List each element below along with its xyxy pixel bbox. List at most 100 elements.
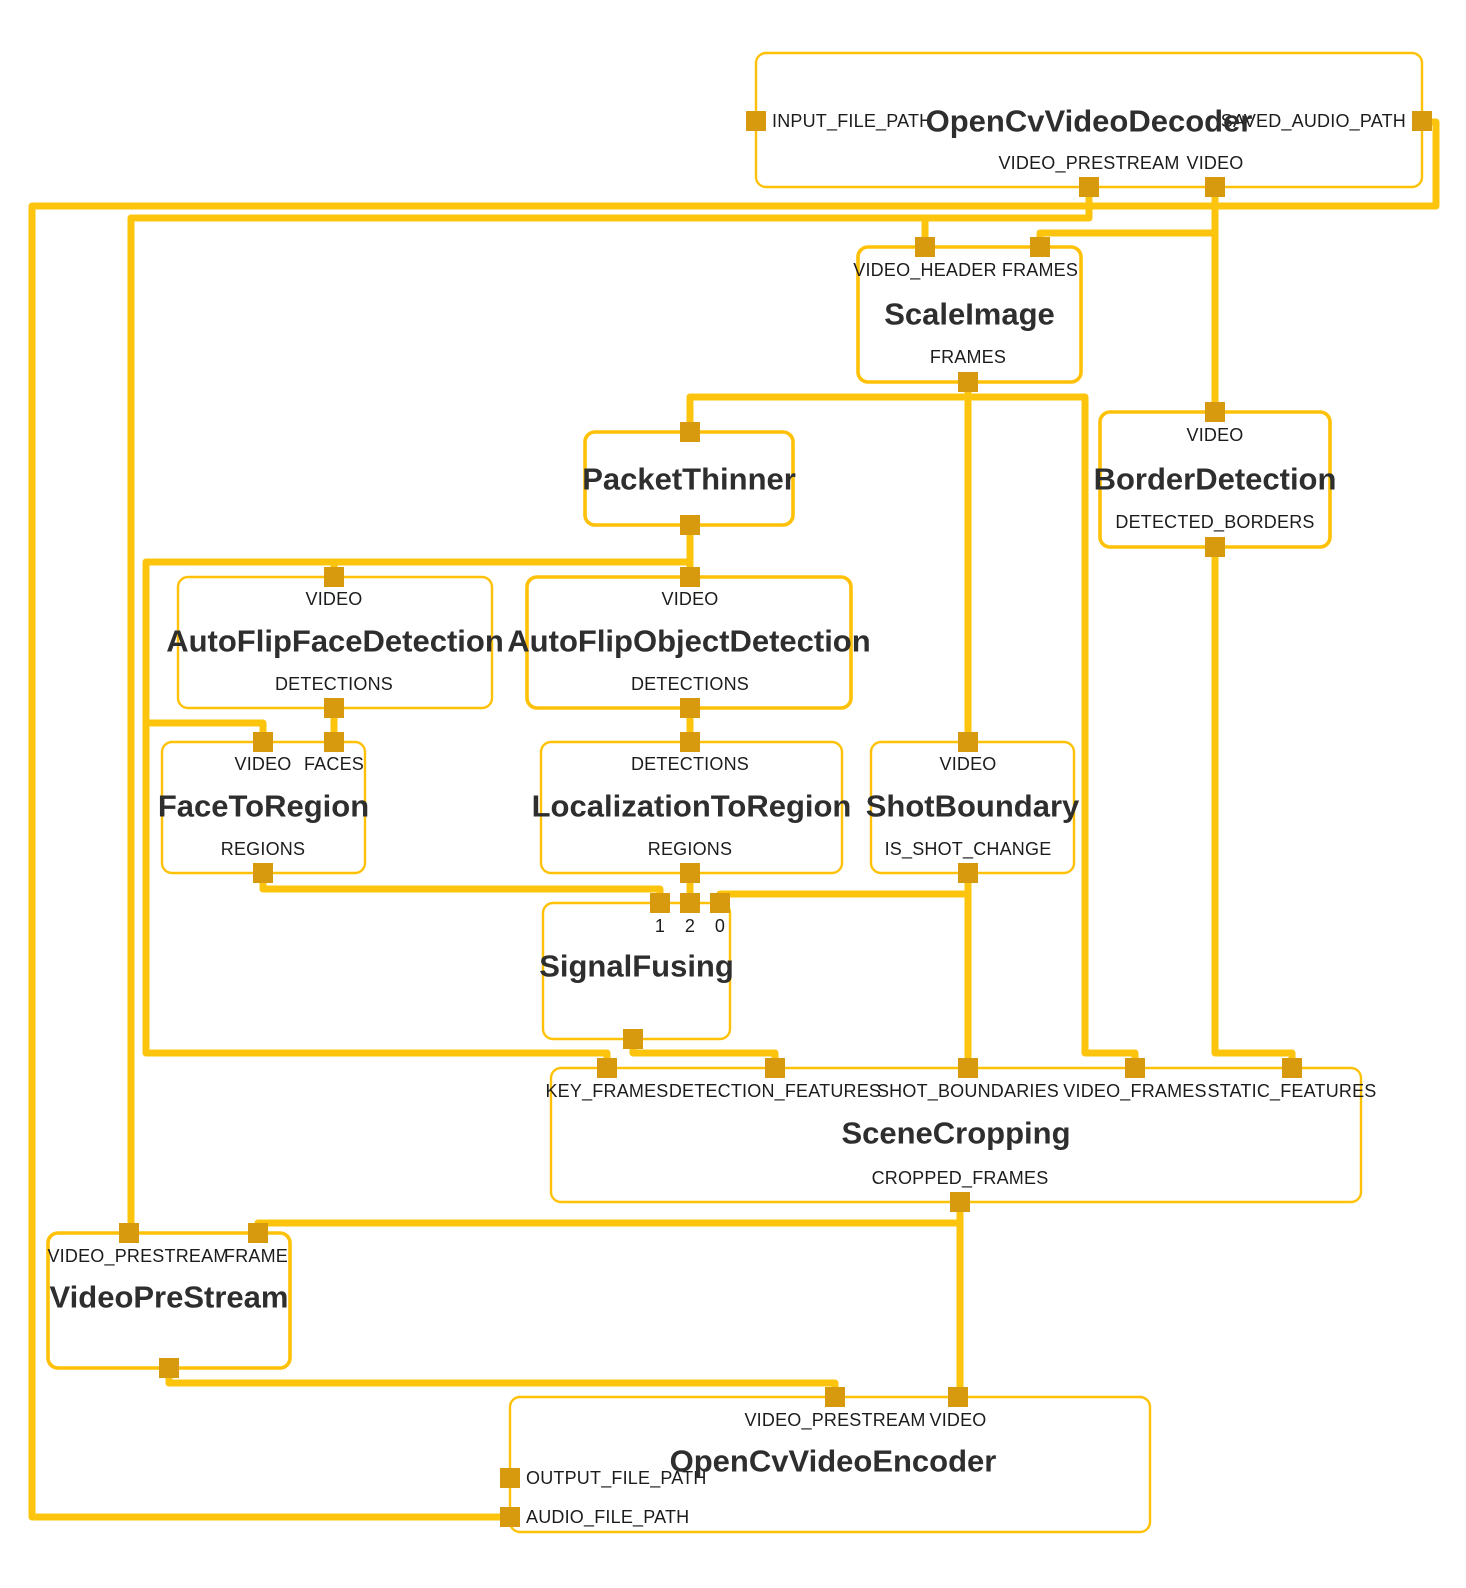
- node-title-VideoPreStream: VideoPreStream: [50, 1280, 289, 1315]
- port-label-FaceToRegion-FACES: FACES: [304, 754, 364, 774]
- port-label-LocalizationToRegion-DETECTIONS: DETECTIONS: [631, 754, 749, 774]
- port-VideoPreStream-VIDEO_PRESTREAM[interactable]: [119, 1223, 139, 1243]
- port-label-OpenCvVideoEncoder-VIDEO_PRESTREAM: VIDEO_PRESTREAM: [744, 1410, 925, 1431]
- node-title-LocalizationToRegion: LocalizationToRegion: [532, 789, 852, 824]
- port-SceneCropping-VIDEO_FRAMES[interactable]: [1125, 1058, 1145, 1078]
- port-label-AutoFlipObjectDetection-VIDEO: VIDEO: [661, 589, 718, 609]
- port-label-FaceToRegion-REGIONS: REGIONS: [221, 839, 305, 859]
- node-title-SignalFusing: SignalFusing: [539, 949, 734, 984]
- node-title-AutoFlipFaceDetection: AutoFlipFaceDetection: [166, 624, 504, 659]
- port-label-ScaleImage-FRAMES: FRAMES: [1002, 260, 1078, 280]
- port-OpenCvVideoEncoder-VIDEO_PRESTREAM[interactable]: [825, 1387, 845, 1407]
- port-SignalFusing-out[interactable]: [623, 1029, 643, 1049]
- edge-scaled-frames-to-packetthinner: [686, 393, 968, 432]
- port-SceneCropping-KEY_FRAMES[interactable]: [597, 1058, 617, 1078]
- port-FaceToRegion-FACES[interactable]: [324, 732, 344, 752]
- port-AutoFlipObjectDetection-DETECTIONS[interactable]: [680, 698, 700, 718]
- edge-saved-audio-path-to-audio-file-path: [28, 118, 1440, 1521]
- port-label-SceneCropping-STATIC_FEATURES: STATIC_FEATURES: [1207, 1081, 1376, 1102]
- port-label-OpenCvVideoDecoder-VIDEO: VIDEO: [1186, 153, 1243, 173]
- port-OpenCvVideoEncoder-OUTPUT_FILE_PATH[interactable]: [500, 1468, 520, 1488]
- port-AutoFlipFaceDetection-DETECTIONS[interactable]: [324, 698, 344, 718]
- port-label-SceneCropping-CROPPED_FRAMES: CROPPED_FRAMES: [872, 1168, 1049, 1189]
- port-label-OpenCvVideoEncoder-OUTPUT_FILE_PATH: OUTPUT_FILE_PATH: [526, 1468, 707, 1489]
- port-ShotBoundary-VIDEO[interactable]: [958, 732, 978, 752]
- node-ScaleImage[interactable]: VIDEO_HEADER FRAMES FRAMES ScaleImage: [853, 237, 1083, 392]
- port-VideoPreStream-out[interactable]: [159, 1358, 179, 1378]
- node-title-PacketThinner: PacketThinner: [582, 462, 796, 497]
- port-SceneCropping-CROPPED_FRAMES[interactable]: [950, 1192, 970, 1212]
- port-SignalFusing-0[interactable]: [710, 893, 730, 913]
- port-label-SceneCropping-KEY_FRAMES: KEY_FRAMES: [545, 1081, 668, 1102]
- port-label-OpenCvVideoEncoder-VIDEO: VIDEO: [929, 1410, 986, 1430]
- port-ScaleImage-FRAMES[interactable]: [958, 372, 978, 392]
- node-AutoFlipObjectDetection[interactable]: VIDEO DETECTIONS AutoFlipObjectDetection: [507, 567, 871, 718]
- port-AutoFlipFaceDetection-VIDEO[interactable]: [324, 567, 344, 587]
- port-label-VideoPreStream-VIDEO_PRESTREAM: VIDEO_PRESTREAM: [47, 1246, 228, 1267]
- port-OpenCvVideoEncoder-AUDIO_FILE_PATH[interactable]: [500, 1507, 520, 1527]
- port-label-OpenCvVideoEncoder-AUDIO_FILE_PATH: AUDIO_FILE_PATH: [526, 1507, 689, 1528]
- port-label-AutoFlipObjectDetection-DETECTIONS: DETECTIONS: [631, 674, 749, 694]
- port-OpenCvVideoEncoder-VIDEO[interactable]: [948, 1387, 968, 1407]
- port-label-AutoFlipFaceDetection-VIDEO: VIDEO: [305, 589, 362, 609]
- node-AutoFlipFaceDetection[interactable]: VIDEO DETECTIONS AutoFlipFaceDetection: [166, 567, 504, 718]
- port-label-VideoPreStream-FRAME: FRAME: [224, 1246, 288, 1266]
- port-LocalizationToRegion-DETECTIONS[interactable]: [680, 732, 700, 752]
- port-ShotBoundary-IS_SHOT_CHANGE[interactable]: [958, 863, 978, 883]
- port-label-SignalFusing-1: 1: [655, 916, 665, 936]
- port-OpenCvVideoDecoder-INPUT_FILE_PATH[interactable]: [746, 111, 766, 131]
- port-LocalizationToRegion-REGIONS[interactable]: [680, 863, 700, 883]
- port-AutoFlipObjectDetection-VIDEO[interactable]: [680, 567, 700, 587]
- port-label-BorderDetection-DETECTED_BORDERS: DETECTED_BORDERS: [1115, 512, 1314, 533]
- node-title-FaceToRegion: FaceToRegion: [158, 789, 369, 824]
- node-title-AutoFlipObjectDetection: AutoFlipObjectDetection: [507, 624, 870, 659]
- port-label-ScaleImage-FRAMES: FRAMES: [930, 347, 1006, 367]
- port-SignalFusing-1[interactable]: [650, 893, 670, 913]
- port-ScaleImage-VIDEO_HEADER[interactable]: [915, 237, 935, 257]
- port-label-ShotBoundary-IS_SHOT_CHANGE: IS_SHOT_CHANGE: [885, 839, 1052, 860]
- port-PacketThinner-out[interactable]: [680, 515, 700, 535]
- port-label-AutoFlipFaceDetection-DETECTIONS: DETECTIONS: [275, 674, 393, 694]
- node-PacketThinner[interactable]: PacketThinner: [582, 422, 796, 535]
- port-label-FaceToRegion-VIDEO: VIDEO: [234, 754, 291, 774]
- node-title-OpenCvVideoEncoder: OpenCvVideoEncoder: [670, 1444, 997, 1479]
- port-label-SceneCropping-DETECTION_FEATURES: DETECTION_FEATURES: [669, 1081, 881, 1102]
- port-label-OpenCvVideoDecoder-INPUT_FILE_PATH: INPUT_FILE_PATH: [772, 111, 932, 132]
- node-title-OpenCvVideoDecoder: OpenCvVideoDecoder: [926, 104, 1253, 139]
- node-title-BorderDetection: BorderDetection: [1094, 462, 1337, 497]
- port-SceneCropping-SHOT_BOUNDARIES[interactable]: [958, 1058, 978, 1078]
- port-OpenCvVideoDecoder-SAVED_AUDIO_PATH[interactable]: [1412, 111, 1432, 131]
- port-OpenCvVideoDecoder-VIDEO[interactable]: [1205, 177, 1225, 197]
- port-BorderDetection-DETECTED_BORDERS[interactable]: [1205, 537, 1225, 557]
- port-PacketThinner-out[interactable]: [680, 422, 700, 442]
- port-FaceToRegion-VIDEO[interactable]: [253, 732, 273, 752]
- node-FaceToRegion[interactable]: VIDEO FACES REGIONS FaceToRegion: [158, 732, 369, 883]
- port-label-ShotBoundary-VIDEO: VIDEO: [939, 754, 996, 774]
- port-VideoPreStream-FRAME[interactable]: [248, 1223, 268, 1243]
- port-label-SignalFusing-2: 2: [685, 916, 695, 936]
- port-BorderDetection-VIDEO[interactable]: [1205, 402, 1225, 422]
- port-FaceToRegion-REGIONS[interactable]: [253, 863, 273, 883]
- port-label-SignalFusing-0: 0: [715, 916, 725, 936]
- port-SceneCropping-STATIC_FEATURES[interactable]: [1282, 1058, 1302, 1078]
- port-label-SceneCropping-SHOT_BOUNDARIES: SHOT_BOUNDARIES: [877, 1081, 1059, 1102]
- edge-video-prestream-to-videoprestream: [127, 187, 1093, 1233]
- port-ScaleImage-FRAMES[interactable]: [1030, 237, 1050, 257]
- node-title-ScaleImage: ScaleImage: [884, 297, 1055, 332]
- port-label-ScaleImage-VIDEO_HEADER: VIDEO_HEADER: [853, 260, 996, 281]
- node-title-SceneCropping: SceneCropping: [841, 1116, 1070, 1151]
- port-SceneCropping-DETECTION_FEATURES[interactable]: [765, 1058, 785, 1078]
- port-OpenCvVideoDecoder-VIDEO_PRESTREAM[interactable]: [1079, 177, 1099, 197]
- port-SignalFusing-2[interactable]: [680, 893, 700, 913]
- port-label-OpenCvVideoDecoder-SAVED_AUDIO_PATH: SAVED_AUDIO_PATH: [1221, 111, 1406, 132]
